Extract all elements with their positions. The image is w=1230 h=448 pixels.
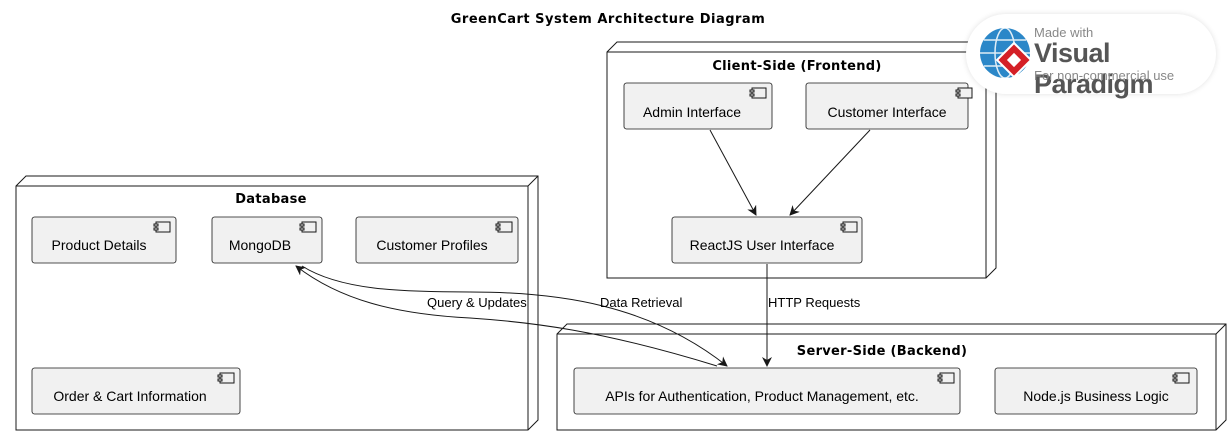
customer-interface-label: Customer Interface xyxy=(827,104,946,120)
admin-interface-component: Admin Interface xyxy=(623,82,773,130)
product-details-label: Product Details xyxy=(52,237,147,253)
apis-label: APIs for Authentication, Product Managem… xyxy=(605,388,919,404)
product-details-component: Product Details xyxy=(31,216,177,264)
admin-interface-label: Admin Interface xyxy=(643,104,741,120)
mongodb-component: MongoDB xyxy=(211,216,323,264)
server-side-title: Server-Side (Backend) xyxy=(797,344,967,359)
customer-profiles-component: Customer Profiles xyxy=(355,216,519,264)
diagram-title: GreenCart System Architecture Diagram xyxy=(451,12,766,27)
query-updates-label: Query & Updates xyxy=(427,295,527,310)
edge-admin-to-react xyxy=(709,129,757,216)
component-icon xyxy=(495,221,513,233)
reactjs-ui-component: ReactJS User Interface xyxy=(671,216,863,264)
component-icon xyxy=(299,221,317,233)
customer-profiles-label: Customer Profiles xyxy=(376,237,487,253)
component-icon xyxy=(153,221,171,233)
watermark-made-with: Made with xyxy=(1034,25,1094,40)
order-cart-component: Order & Cart Information xyxy=(31,367,241,415)
customer-interface-component: Customer Interface xyxy=(805,82,973,130)
watermark-brand: Visual Paradigm xyxy=(1034,38,1154,99)
order-cart-label: Order & Cart Information xyxy=(53,388,206,404)
client-side-title: Client-Side (Frontend) xyxy=(712,59,881,74)
component-icon xyxy=(1172,372,1190,384)
component-icon xyxy=(840,221,858,233)
mongodb-label: MongoDB xyxy=(229,237,291,253)
visual-paradigm-watermark: Made with Visual Paradigm For non-commer… xyxy=(966,14,1216,99)
component-icon xyxy=(749,87,767,99)
edge-apis-to-mongodb xyxy=(295,265,718,367)
component-icon xyxy=(937,372,955,384)
database-title: Database xyxy=(235,192,307,207)
nodejs-logic-label: Node.js Business Logic xyxy=(1023,388,1169,404)
apis-component: APIs for Authentication, Product Managem… xyxy=(573,367,961,415)
component-icon xyxy=(217,372,235,384)
nodejs-logic-component: Node.js Business Logic xyxy=(994,367,1198,415)
reactjs-ui-label: ReactJS User Interface xyxy=(690,237,835,253)
edge-mongodb-to-apis xyxy=(301,265,728,367)
data-retrieval-label: Data Retrieval xyxy=(600,295,682,310)
http-requests-label: HTTP Requests xyxy=(768,295,861,310)
edge-customer-to-react xyxy=(789,129,871,216)
watermark-subtitle: For non-commercial use xyxy=(1034,68,1175,83)
component-icon xyxy=(955,87,973,99)
visual-paradigm-logo-icon xyxy=(980,27,1033,79)
